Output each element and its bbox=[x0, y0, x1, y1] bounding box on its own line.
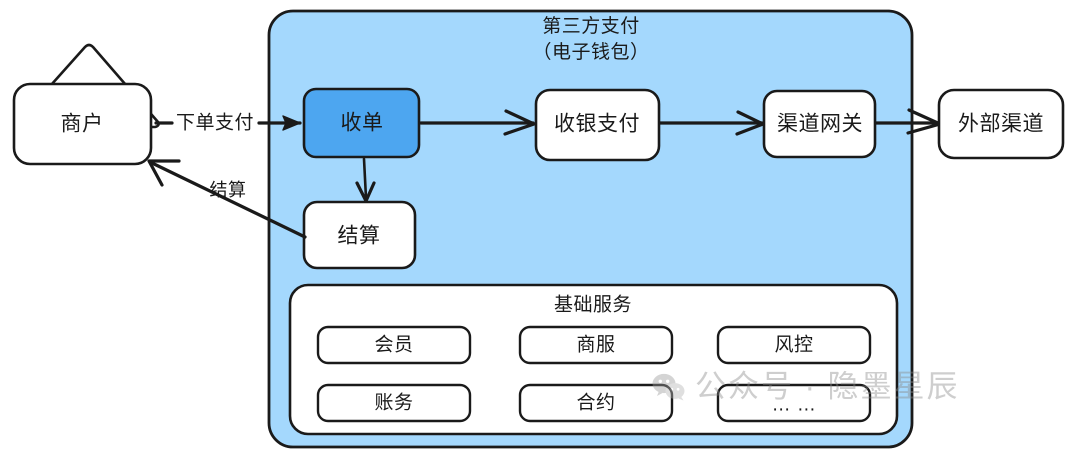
external-channel-node-shape[interactable] bbox=[937, 88, 1065, 160]
cashier-pay-node-shape[interactable] bbox=[534, 88, 661, 162]
settlement-label: 结算 bbox=[337, 224, 381, 248]
container-title-line2: （电子钱包） bbox=[532, 42, 650, 63]
channel-gateway-label: 渠道网关 bbox=[777, 112, 863, 136]
service-chip-contract-shape[interactable] bbox=[518, 383, 674, 423]
service-chip-merchant-service-shape[interactable] bbox=[518, 325, 674, 365]
service-chip-contract-label: 合约 bbox=[576, 392, 616, 414]
edge-settlement-to-merchant bbox=[147, 159, 307, 239]
edge-label-settle: 结算 bbox=[209, 180, 247, 200]
edge-label-order-pay: 下单支付 bbox=[175, 112, 255, 134]
service-chip-member-shape[interactable] bbox=[316, 325, 472, 365]
service-chip-risk-control-label: 风控 bbox=[774, 334, 814, 356]
service-chip-merchant-service-label: 商服 bbox=[576, 334, 616, 356]
container-title: 第三方支付 （电子钱包） bbox=[461, 14, 721, 66]
service-chip-risk-control-shape[interactable] bbox=[716, 325, 872, 365]
merchant-body-shape bbox=[12, 82, 153, 166]
service-chip-accounting-shape[interactable] bbox=[316, 383, 472, 423]
container-title-line1: 第三方支付 bbox=[542, 16, 640, 37]
merchant-label: 商户 bbox=[60, 112, 104, 136]
merchant-node[interactable] bbox=[12, 43, 160, 166]
cashier-pay-label: 收银支付 bbox=[554, 112, 640, 136]
acquiring-label: 收单 bbox=[340, 111, 384, 135]
acquiring-node-shape[interactable] bbox=[302, 87, 421, 159]
service-chip-accounting-label: 账务 bbox=[374, 392, 414, 414]
service-chip-more-shape[interactable] bbox=[716, 383, 872, 423]
service-chip-more-label: … … bbox=[771, 394, 817, 416]
edge-order-pay bbox=[154, 115, 302, 131]
basic-services-title: 基础服务 bbox=[553, 294, 633, 316]
service-chip-member-label: 会员 bbox=[374, 334, 414, 356]
external-channel-label: 外部渠道 bbox=[958, 112, 1044, 136]
edge-acquiring-to-cashier bbox=[419, 109, 536, 136]
